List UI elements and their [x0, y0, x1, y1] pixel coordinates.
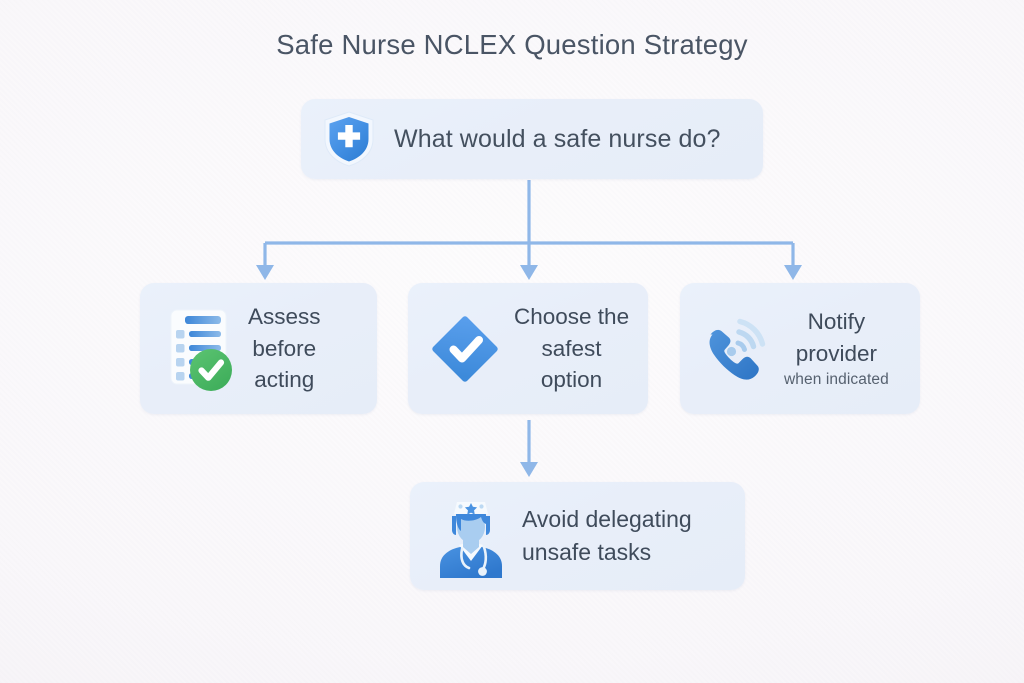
nurse-avatar-icon	[440, 502, 502, 578]
node-assess-text: Assess before acting	[248, 301, 321, 397]
node-choose-safest-line-2: safest	[541, 335, 602, 361]
node-assess-line-3: acting	[254, 367, 315, 393]
node-notify-provider-subtext: when indicated	[784, 371, 889, 389]
node-choose-safest-line-1: Choose the	[514, 303, 630, 329]
phone-call-icon	[709, 318, 766, 380]
node-notify-provider-line-2: provider	[795, 340, 878, 366]
shield-cross-icon	[324, 111, 374, 167]
node-notify-provider[interactable]: Notify provider when indicated	[680, 283, 920, 414]
node-avoid-delegating-text: Avoid delegating unsafe tasks	[522, 503, 692, 568]
node-notify-provider-text: Notify provider when indicated	[784, 306, 889, 392]
node-avoid-delegating[interactable]: Avoid delegating unsafe tasks	[410, 482, 745, 590]
node-choose-safest-text: Choose the safest option	[514, 301, 629, 397]
node-assess[interactable]: Assess before acting	[140, 283, 377, 414]
node-root-label: What would a safe nurse do?	[394, 124, 721, 153]
node-assess-line-1: Assess	[248, 303, 321, 329]
page-title: Safe Nurse NCLEX Question Strategy	[276, 29, 748, 60]
checklist-approved-icon	[170, 309, 232, 391]
node-choose-safest[interactable]: Choose the safest option	[408, 283, 648, 414]
diamond-check-icon	[432, 315, 498, 382]
node-notify-provider-line-1: Notify	[807, 308, 866, 334]
node-assess-line-2: before	[252, 335, 317, 361]
node-root-question[interactable]: What would a safe nurse do?	[301, 99, 763, 179]
node-avoid-delegating-line-1: Avoid delegating	[522, 506, 692, 533]
node-choose-safest-line-3: option	[540, 367, 603, 393]
node-avoid-delegating-line-2: unsafe tasks	[522, 539, 652, 565]
